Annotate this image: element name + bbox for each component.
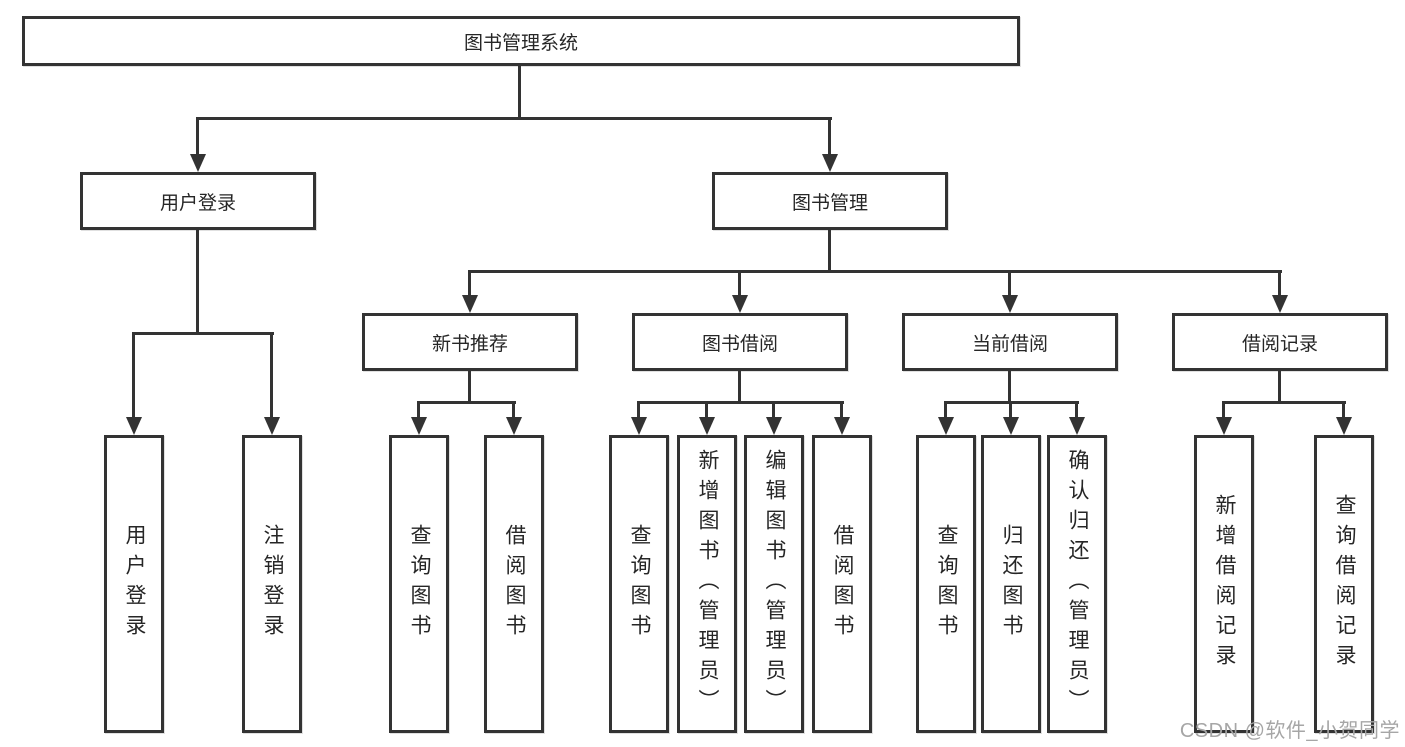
leaf-add-book-admin: 新增图书（管理员） [677,435,737,733]
arrow-down-icon [1336,417,1352,435]
connector-drop-leaf [417,401,420,419]
connector-drop-leaf [132,332,135,417]
arrow-down-icon [938,417,954,435]
leaf-query-books: 查询图书 [916,435,976,733]
node-user-login: 用户登录 [80,172,316,230]
arrow-down-icon [766,417,782,435]
connector-root-trunk [518,66,521,119]
arrow-down-icon [1069,417,1085,435]
connector-level3-bus [468,270,1282,273]
connector-drop-leaf [1009,401,1012,419]
leaf-label: 用户登录 [123,524,146,644]
connector-drop-leaf [944,401,947,419]
connector-new-books-trunk [468,371,471,404]
connector-borrowing-records-trunk [1278,371,1281,404]
leaf-query-books: 查询图书 [609,435,669,733]
arrow-down-icon [699,417,715,435]
leaf-label: 借阅图书 [503,524,526,644]
leaf-label: 借阅图书 [831,524,854,644]
connector-drop-borrowing-records [1278,270,1281,297]
connector-drop-leaf [512,401,515,419]
connector-drop-leaf [1222,401,1225,419]
connector-drop-leaf [705,401,708,419]
node-current-borrowing: 当前借阅 [902,313,1118,371]
watermark: CSDN @软件_小贺同学 [1179,720,1400,742]
leaf-logout: 注销登录 [242,435,302,733]
connector-level2-bus [196,117,832,120]
connector-drop-book-borrowing [738,270,741,297]
arrow-down-icon [1003,417,1019,435]
leaf-label: 查询图书 [408,524,431,644]
arrow-down-icon [190,154,206,172]
arrow-down-icon [264,417,280,435]
node-new-book-recommendation: 新书推荐 [362,313,578,371]
arrow-down-icon [126,417,142,435]
leaf-label: 编辑图书（管理员） [763,449,786,719]
leaf-label: 注销登录 [261,524,284,644]
leaf-borrow-books: 借阅图书 [812,435,872,733]
node-library-system: 图书管理系统 [22,16,1020,66]
leaf-label: 查询图书 [628,524,651,644]
leaf-label: 确认归还（管理员） [1066,449,1089,719]
connector-drop-leaf [1075,401,1078,419]
connector-user-login-trunk [196,230,199,333]
arrow-down-icon [732,295,748,313]
connector-book-management-trunk [828,230,831,273]
connector-drop-new-books [468,270,471,297]
connector-book-borrowing-bus [637,401,844,404]
connector-drop-leaf [270,332,273,417]
leaf-label: 查询借阅记录 [1333,494,1356,674]
leaf-label: 归还图书 [1000,524,1023,644]
leaf-confirm-return-admin: 确认归还（管理员） [1047,435,1107,733]
connector-new-books-bus [417,401,516,404]
leaf-query-borrow-record: 查询借阅记录 [1314,435,1374,733]
arrow-down-icon [506,417,522,435]
arrow-down-icon [462,295,478,313]
node-book-management: 图书管理 [712,172,948,230]
connector-drop-leaf [840,401,843,419]
connector-drop-user-login [196,117,199,154]
leaf-user-login: 用户登录 [104,435,164,733]
connector-borrowing-records-bus [1222,401,1346,404]
connector-current-borrowing-trunk [1008,371,1011,404]
leaf-label: 查询图书 [935,524,958,644]
leaf-label: 新增借阅记录 [1213,494,1236,674]
arrow-down-icon [631,417,647,435]
node-book-borrowing: 图书借阅 [632,313,848,371]
leaf-label: 新增图书（管理员） [696,449,719,719]
node-borrowing-records: 借阅记录 [1172,313,1388,371]
leaf-return-books: 归还图书 [981,435,1041,733]
connector-drop-book-management [828,117,831,154]
connector-drop-leaf [637,401,640,419]
connector-drop-current-borrowing [1008,270,1011,297]
connector-drop-leaf [772,401,775,419]
leaf-add-borrow-record: 新增借阅记录 [1194,435,1254,733]
arrow-down-icon [822,154,838,172]
arrow-down-icon [411,417,427,435]
connector-drop-leaf [1342,401,1345,419]
arrow-down-icon [834,417,850,435]
arrow-down-icon [1002,295,1018,313]
leaf-borrow-books: 借阅图书 [484,435,544,733]
connector-book-borrowing-trunk [738,371,741,404]
leaf-edit-book-admin: 编辑图书（管理员） [744,435,804,733]
leaf-query-books: 查询图书 [389,435,449,733]
arrow-down-icon [1216,417,1232,435]
arrow-down-icon [1272,295,1288,313]
connector-user-login-bus [132,332,274,335]
